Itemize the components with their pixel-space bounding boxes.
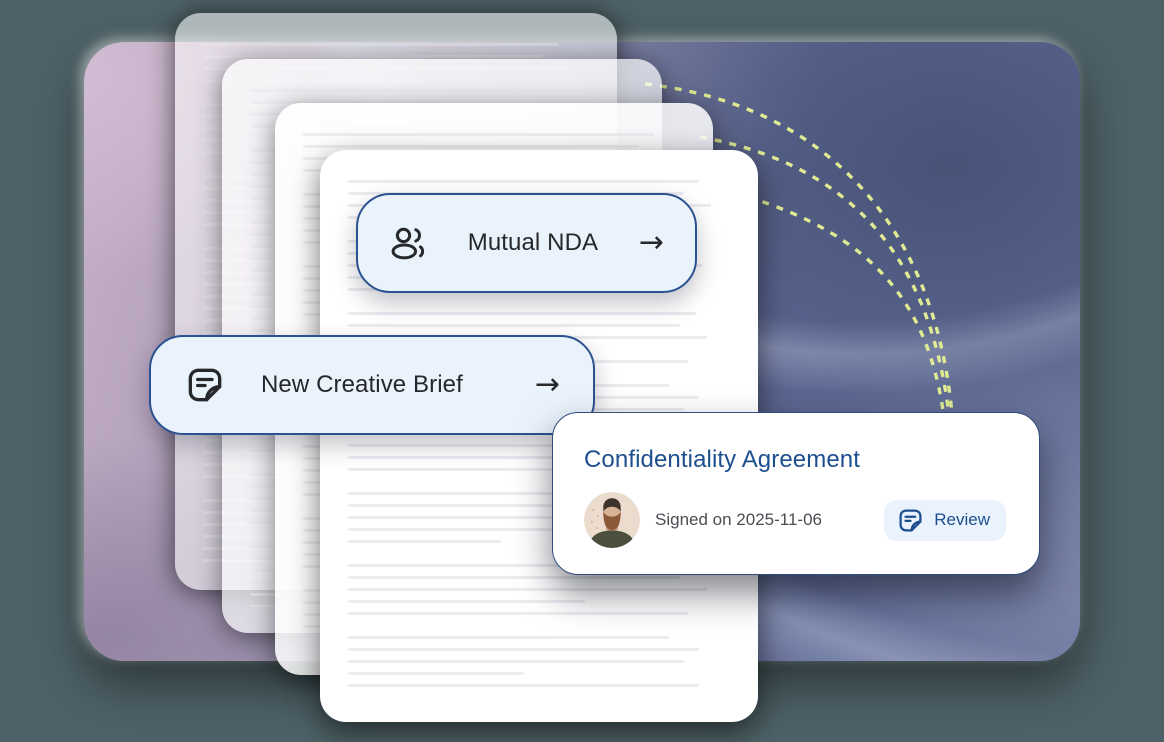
signer-avatar: [584, 492, 640, 548]
pill-label: New Creative Brief: [261, 371, 463, 398]
pill-label: Mutual NDA: [467, 229, 599, 256]
note-icon: [185, 365, 225, 405]
mutual-nda-pill[interactable]: Mutual NDA →: [356, 193, 697, 293]
review-button-label: Review: [934, 510, 990, 529]
review-note-icon: [897, 507, 924, 534]
arrow-right-icon: →: [638, 225, 664, 260]
users-icon: [390, 226, 427, 260]
review-button[interactable]: Review: [884, 499, 1006, 541]
new-creative-brief-pill[interactable]: New Creative Brief →: [149, 335, 595, 435]
agreement-card: Confidentiality Agreement: [552, 412, 1040, 575]
arrow-right-icon: →: [534, 367, 560, 402]
dashed-connector-lines: [644, 82, 954, 418]
agreement-title: Confidentiality Agreement: [584, 446, 860, 473]
signed-date-text: Signed on 2025-11-06: [655, 510, 822, 529]
